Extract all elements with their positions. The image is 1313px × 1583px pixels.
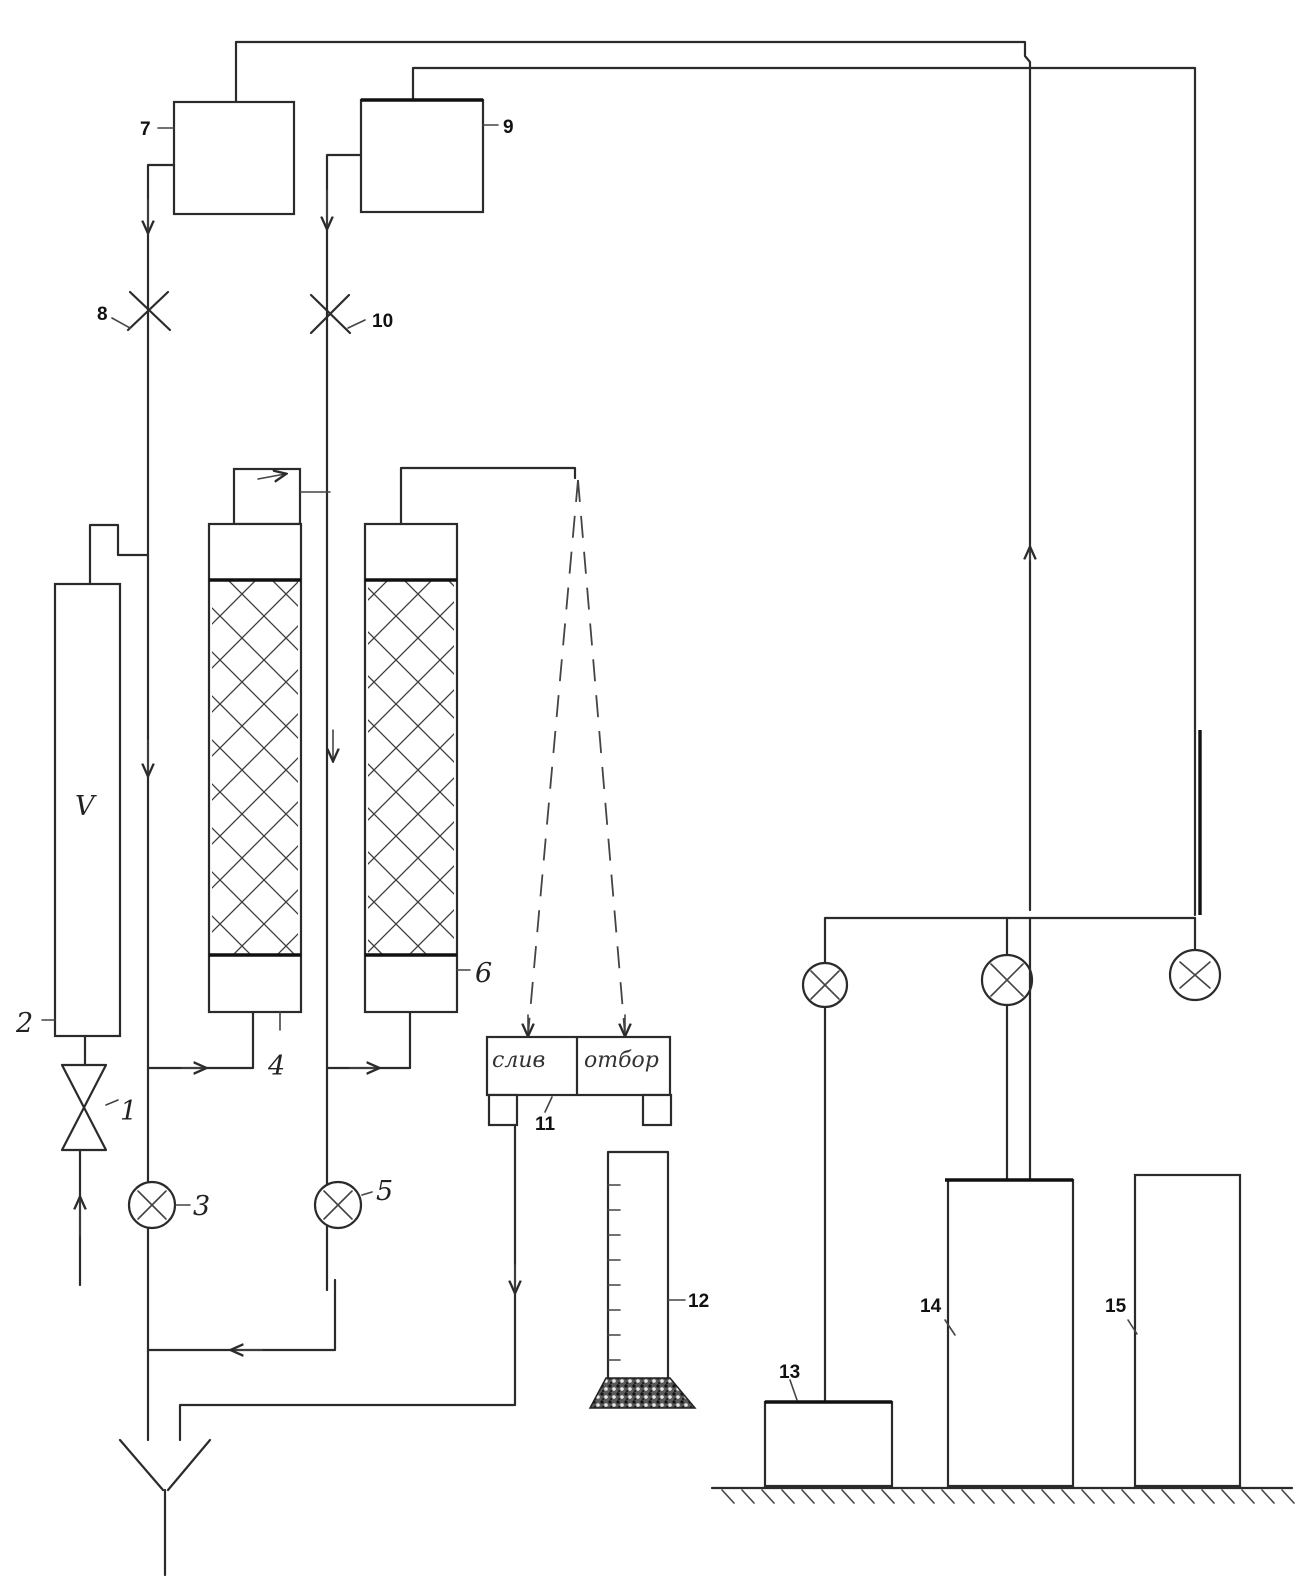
ground-hatch [961,1489,975,1504]
ground-hatch [1061,1489,1075,1504]
ground-hatch [781,1489,795,1504]
label-7: 7 [140,119,151,140]
block-13: 13 [763,1362,894,1488]
ground-hatch [1041,1489,1055,1504]
ground-hatch [1101,1489,1115,1504]
ground-hatch [1221,1489,1235,1504]
ground-hatch [1241,1489,1255,1504]
line-from-9: 10 [146,153,412,1350]
label-11: 11 [535,1114,556,1135]
rotameter-mark: V [75,791,97,822]
ground-hatch [1021,1489,1035,1504]
label-10: 10 [372,311,393,332]
meter-3: 3 [127,1180,210,1230]
right-rotameters [801,916,1222,1404]
block-7: 7 [140,100,296,216]
cylinder-15: 15 [1105,1173,1242,1488]
block-9: 9 [359,98,514,214]
rotameter-2: V 2 [15,582,122,1067]
label-14: 14 [920,1296,942,1317]
label-15: 15 [1105,1296,1127,1317]
label-8: 8 [97,304,108,325]
ground-hatch [1001,1489,1015,1504]
ground-hatch [1141,1489,1155,1504]
drain-funnel [118,1438,212,1577]
valve-1: 1 [60,1063,137,1287]
cylinder-12: 12 [588,1150,709,1409]
ground-hatch [821,1489,835,1504]
label-2: 2 [15,1008,33,1039]
label-6: 6 [475,958,492,989]
ground-hatch [1161,1489,1175,1504]
ground-hatch [901,1489,915,1504]
label-5: 5 [376,1176,393,1207]
ground-hatch [761,1489,775,1504]
dashed-streams [528,479,625,1035]
label-13: 13 [779,1362,800,1383]
sampler-11: слив отбор 11 [178,1035,673,1442]
ground-hatch [1181,1489,1195,1504]
label-1: 1 [120,1096,137,1127]
label-4: 4 [267,1051,285,1082]
ground-hatch [981,1489,995,1504]
ground-hatch [1261,1489,1275,1504]
cylinder-14: 14 [920,1178,1075,1488]
ground-hatch [801,1489,815,1504]
ground-hatch [741,1489,755,1504]
ground-hatch [1081,1489,1095,1504]
line-from-7: 8 [88,163,255,1442]
ground-hatch [721,1489,735,1504]
ground-hatch [941,1489,955,1504]
column-6: 6 [363,466,577,1014]
meter-5: 5 [313,1176,393,1230]
ground-hatch [841,1489,855,1504]
label-9: 9 [503,117,514,138]
label-3: 3 [193,1191,210,1222]
ground-hatch [861,1489,875,1504]
ground-hatch [1201,1489,1215,1504]
ground-hatch [921,1489,935,1504]
column-4: 4 [207,467,331,1082]
ground-line [710,1486,1295,1504]
ground-hatch [881,1489,895,1504]
label-12: 12 [688,1291,709,1312]
sampler-right-label: отбор [584,1048,659,1073]
ground-hatch [1121,1489,1135,1504]
sampler-left-label: слив [492,1048,545,1073]
ground-hatch [1281,1489,1295,1504]
